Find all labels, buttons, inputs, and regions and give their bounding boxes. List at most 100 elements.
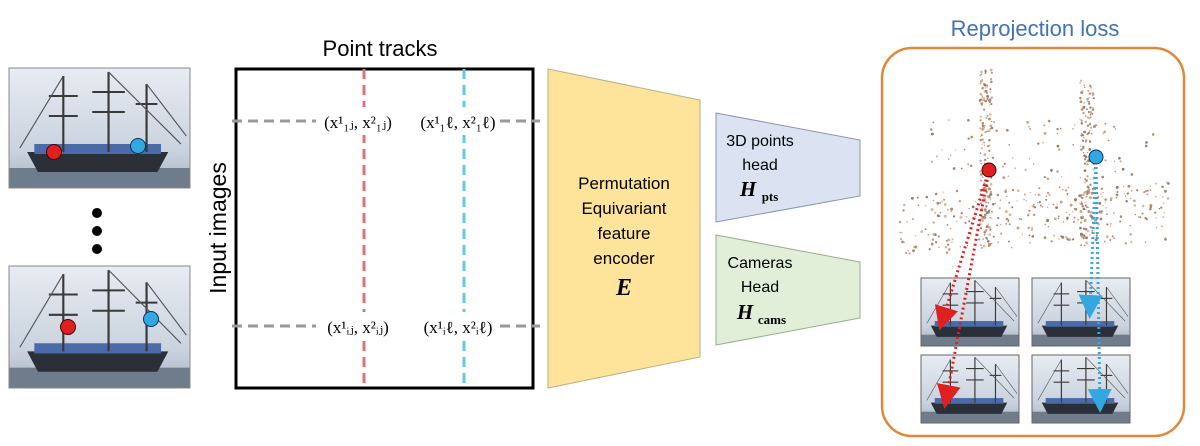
cloud-speck [1110,223,1112,225]
cloud-speck [1167,182,1170,185]
cloud-speck [967,118,970,122]
cloud-speck [1130,240,1133,244]
cloud-speck [986,145,989,147]
cloud-speck [1145,218,1148,221]
cloud-speck [1090,212,1092,214]
cloud-speck [946,224,949,226]
cloud-speck [1074,198,1077,202]
cloud-speck [1113,125,1116,128]
point-cloud [898,68,1170,255]
cloud-speck [901,240,904,244]
cloud-speck [1059,200,1063,204]
cloud-speck [989,183,993,186]
cloud-speck [1037,201,1039,204]
cloud-speck [993,121,996,123]
cloud-speck [1092,125,1096,129]
cloud-speck [1080,244,1083,247]
cloud-speck [1079,232,1083,236]
cloud-speck [1046,191,1050,195]
cloud-speck [949,227,952,230]
cloud-speck [983,182,986,185]
cloud-speck [990,71,993,74]
cloud-speck [989,209,991,211]
cloud-speck [1102,132,1104,135]
cloud-speck [934,211,937,214]
cloud-speck [1000,224,1002,226]
cloud-speck [1055,206,1058,209]
cloud-speck [1081,215,1085,219]
cloud-speck [985,188,988,191]
cloud-speck [930,128,933,131]
cloud-speck [934,241,938,244]
cloud-speck [945,239,948,242]
track-label-ij: (x¹ᵢⱼ, x²ᵢⱼ) [327,318,389,337]
cloud-speck [1043,176,1046,179]
cloud-speck [934,192,938,196]
cloud-speck [1166,197,1170,200]
cloud-speck [947,209,949,211]
cloud-speck [1086,191,1089,194]
track-point-red [60,319,76,335]
cloud-speck [1053,234,1056,237]
cloud-speck [1099,217,1103,221]
cloud-speck [1137,216,1140,218]
cloud-speck [932,233,935,236]
cloud-speck [903,241,905,243]
cloud-speck [1037,193,1041,197]
cloud-speck [1079,118,1081,121]
cloud-speck [968,207,971,210]
cloud-speck [989,88,992,91]
cloud-speck [1089,183,1092,186]
cloud-speck [1072,127,1074,130]
cloud-speck [1149,207,1152,211]
cloud-speck [935,155,938,158]
cloud-speck [1083,130,1086,134]
cloud-speck [982,125,984,127]
cloud-speck [1045,198,1048,201]
cloud-speck [1165,181,1168,184]
cloud-speck [1086,97,1089,101]
cloud-speck [1038,200,1042,204]
cloud-speck [1103,130,1106,134]
cloud-speck [1121,167,1125,171]
cloud-speck [1089,234,1091,236]
cloud-speck [1154,182,1157,185]
cloud-speck [978,238,981,241]
cloud-speck [1081,148,1084,150]
cloud-speck [1060,235,1063,238]
cloud-speck [1149,204,1153,207]
cloud-speck [1083,136,1085,139]
cloud-speck [1023,193,1026,196]
cloud-speck [1104,159,1107,162]
cloud-speck [1111,235,1114,238]
cloud-speck [1057,215,1060,218]
cloud-speck [1088,139,1091,142]
cloud-speck [1050,168,1053,172]
cloud-speck [1026,120,1030,124]
cloud-speck [958,200,961,203]
cloud-speck [1069,203,1073,207]
cloud-speck [1005,217,1009,221]
cloud-speck [986,94,990,98]
cloud-speck [983,208,987,211]
cloud-speck [943,198,946,201]
cloud-speck [1086,193,1089,196]
cloud-speck [1127,184,1131,188]
cloud-speck [1057,148,1061,151]
cloud-speck [939,211,942,214]
cloud-speck [967,137,970,140]
cloud-speck [1101,175,1105,179]
cloud-speck [991,242,993,245]
cloud-speck [980,134,983,137]
cloud-speck [990,217,993,219]
cloud-speck [983,99,986,102]
cloud-speck [1090,86,1092,88]
cloud-speck [979,127,982,130]
cloud-speck [1031,227,1034,230]
cloud-speck [996,193,1000,197]
cloud-speck [1059,127,1062,130]
cloud-speck [1083,158,1087,161]
cloud-speck [1083,162,1087,165]
cloud-speck [1086,163,1089,166]
